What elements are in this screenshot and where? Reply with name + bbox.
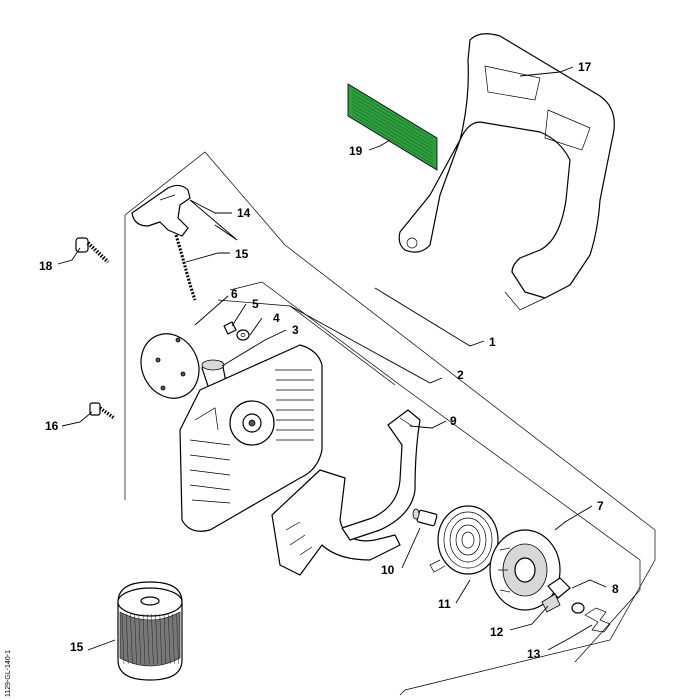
leader-lines: [57, 66, 607, 651]
decal-stripe: [351, 104, 434, 154]
reel-winding-line: [134, 613, 137, 665]
callout-17: 17: [578, 60, 592, 74]
drawing-code-text: 1129-GL-140-1: [5, 650, 12, 697]
reel-winding-line: [151, 613, 154, 665]
callout-13: 13: [527, 647, 541, 661]
pin-part-5: [223, 321, 237, 335]
starter-rope-part-15: [174, 234, 197, 301]
rope-reel-part-15: [117, 581, 183, 681]
reel-winding-line: [159, 613, 163, 665]
drawing-code: 1129-GL-140-1: [5, 650, 12, 697]
reel-winding-line: [176, 613, 179, 665]
decal-stripe: [351, 100, 434, 151]
decal-stripe: [351, 96, 434, 147]
assembly-outline: [124, 151, 656, 696]
decal-stripe: [351, 114, 434, 165]
callout-19: 19: [349, 144, 363, 158]
callout-12: 12: [490, 625, 504, 639]
callout-2: 2: [457, 368, 464, 382]
spring-pin-part-10: [412, 508, 438, 527]
reel-winding-line: [172, 613, 175, 665]
screw-part-16: [89, 402, 116, 420]
decal-part-19: [347, 83, 438, 171]
callout-10: 10: [381, 563, 395, 577]
callout-8: 8: [612, 582, 619, 596]
callout-18: 18: [39, 259, 53, 273]
callout-4: 4: [273, 311, 280, 325]
rope-rotor-part-7: [489, 529, 561, 611]
reel-winding-line: [167, 613, 171, 665]
decal-stripe: [351, 89, 434, 140]
callout-1: 1: [489, 335, 496, 349]
decal-stripe: [351, 93, 434, 143]
callout-15-rope: 15: [235, 247, 249, 261]
callout-labels: 1 2 3 4 5 6 7 8 9 10 11 12 13 14 15 15 1…: [39, 60, 619, 661]
callout-9: 9: [450, 414, 457, 428]
washer-disc-part-6: [140, 333, 200, 399]
reel-winding-line: [125, 613, 129, 665]
callout-3: 3: [292, 323, 299, 337]
starter-grip-part-14: [131, 184, 191, 237]
cover-strap-part-9: [341, 409, 421, 541]
reel-winding-line: [142, 613, 146, 665]
washer-part-4: [236, 329, 250, 341]
hand-guard-part-17: [398, 33, 615, 311]
recoil-spring-part-11: [429, 505, 499, 575]
reel-winding-line: [130, 613, 133, 665]
callout-16: 16: [45, 419, 59, 433]
reel-winding-line: [163, 613, 167, 665]
screw-part-18: [75, 237, 110, 264]
reel-winding-line: [138, 613, 142, 665]
callout-6: 6: [231, 287, 238, 301]
reel-winding-line: [155, 613, 158, 665]
fan-housing-part-1: [179, 344, 323, 532]
callout-11: 11: [438, 597, 451, 611]
callout-14: 14: [237, 206, 251, 220]
spring-clip-part-13: [584, 607, 611, 633]
decal-stripe: [351, 107, 434, 158]
reel-winding-line: [146, 613, 150, 665]
callout-15-reel: 15: [70, 640, 84, 654]
decal-stripe: [351, 111, 434, 161]
air-guide-plate-part-2: [271, 469, 401, 576]
callout-5: 5: [252, 297, 259, 311]
callout-7: 7: [597, 499, 604, 513]
reel-winding-line: [121, 613, 125, 665]
